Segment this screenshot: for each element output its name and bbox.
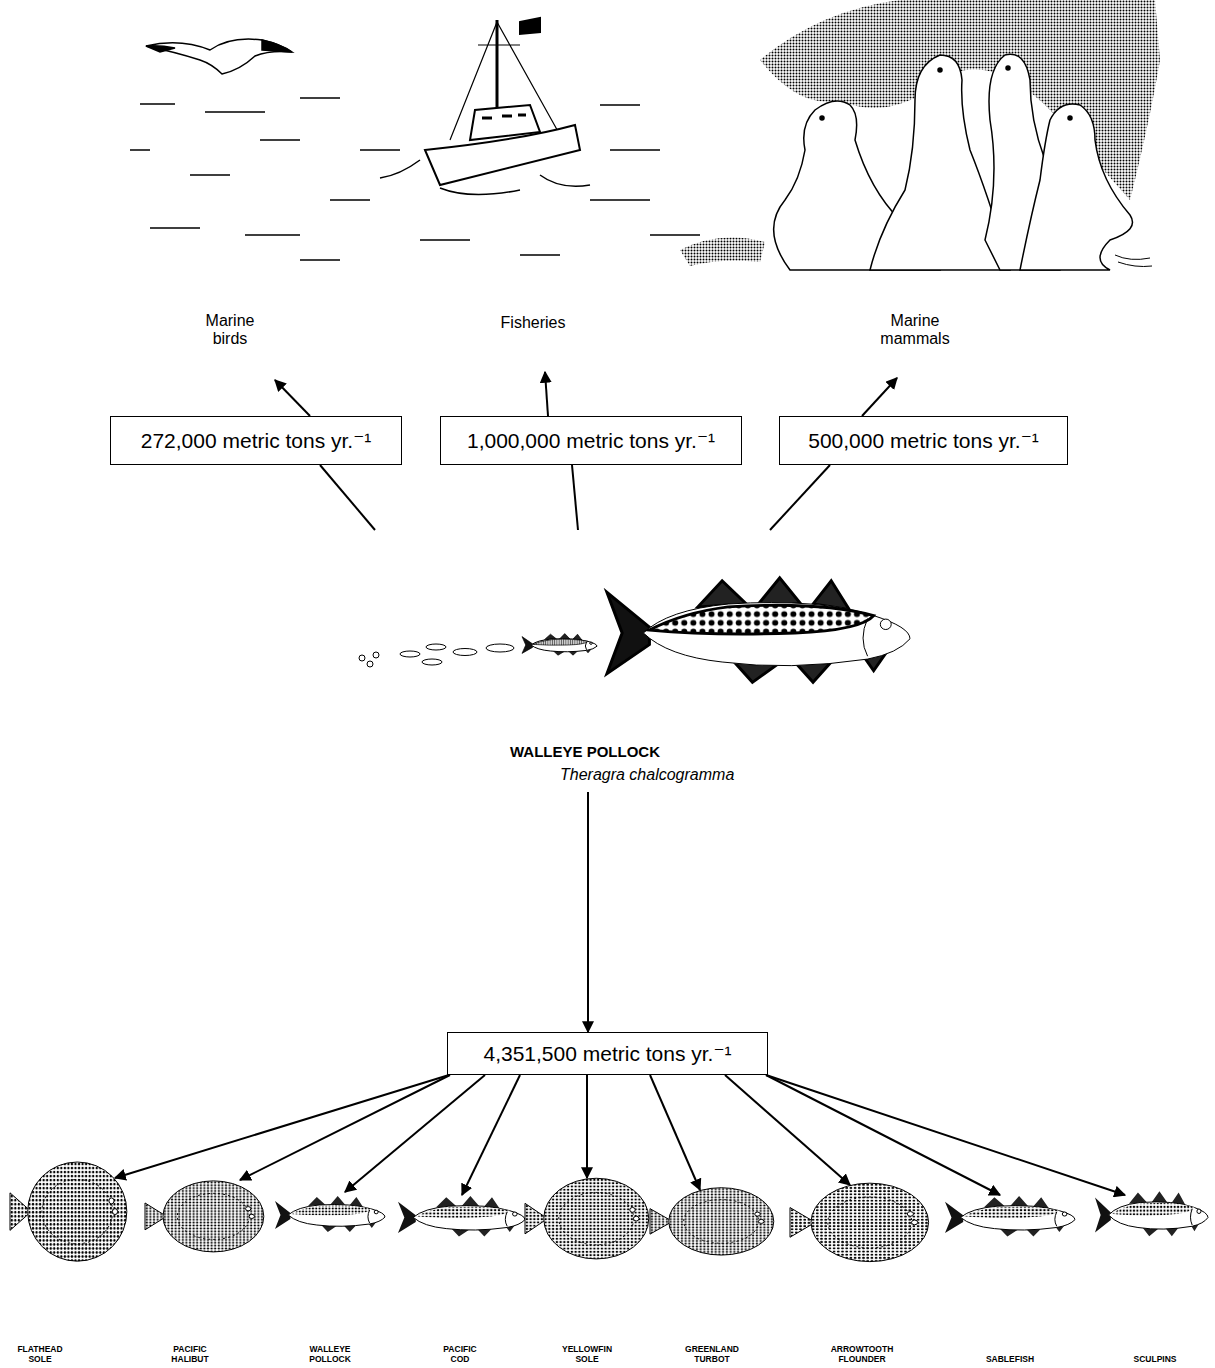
flow-arrow (587, 792, 589, 1032)
predator-fish: FLATHEAD SOLE (10, 1178, 128, 1366)
flow-arrow (115, 1075, 449, 1178)
node-text: ARROWTOOTH FLOUNDER (831, 1345, 894, 1364)
flux-box: 4,351,500 metric tons yr.⁻¹ (447, 1032, 768, 1075)
flow-arrow (572, 465, 578, 530)
prey-fish-drawings (10, 1162, 1208, 1262)
bird-drawing (146, 39, 292, 74)
consumer-label: Fisheries (488, 314, 578, 372)
node-text: WALLEYE POLLOCK (510, 743, 660, 760)
node-text: Fisheries (498, 314, 568, 332)
sea-waves (130, 98, 700, 260)
node-text: WALLEYE POLLOCK (309, 1345, 351, 1364)
node-text: SABLEFISH (986, 1355, 1034, 1364)
flow-arrow (725, 1075, 850, 1185)
node-text: PACIFIC COD (443, 1345, 476, 1364)
node-text: YELLOWFIN SOLE (562, 1345, 612, 1364)
sea-lions-on-rock (680, 0, 1160, 270)
node-text: Marine mammals (877, 312, 953, 347)
flow-arrow (545, 372, 548, 416)
node-text: 4,351,500 metric tons yr.⁻¹ (483, 1042, 731, 1066)
flow-arrow (862, 378, 897, 416)
predator-fish: SCULPINS (1095, 1195, 1208, 1366)
predator-fish: WALLEYE POLLOCK (275, 1192, 385, 1366)
consumer-label: Marine mammals (860, 312, 970, 378)
flow-arrow (320, 465, 375, 530)
predator-fish: SABLEFISH (945, 1195, 1075, 1366)
flow-arrow (766, 1075, 1125, 1195)
node-text: 1,000,000 metric tons yr.⁻¹ (467, 429, 715, 453)
flux-box: 272,000 metric tons yr.⁻¹ (110, 416, 402, 465)
node-text: SCULPINS (1134, 1355, 1177, 1364)
flow-arrow (275, 380, 310, 416)
pollock-life-stages (359, 578, 910, 682)
flow-arrow (770, 465, 830, 530)
predator-fish: PACIFIC HALIBUT (145, 1180, 265, 1366)
flow-arrow (766, 1075, 1000, 1195)
node-text: FLATHEAD SOLE (17, 1345, 62, 1364)
node-text: 500,000 metric tons yr.⁻¹ (808, 429, 1039, 453)
flow-arrow (586, 1075, 588, 1178)
node-text: Theragra chalcogramma (560, 766, 734, 784)
flow-arrow (345, 1075, 485, 1192)
predator-fish: GREENLAND TURBOT (650, 1190, 775, 1366)
fishing-boat (380, 18, 590, 195)
flow-arrow (240, 1075, 450, 1180)
flux-box: 1,000,000 metric tons yr.⁻¹ (440, 416, 742, 465)
node-text: Marine birds (197, 312, 263, 347)
predator-fish: PACIFIC COD (398, 1195, 525, 1366)
predator-fish: ARROWTOOTH FLOUNDER (790, 1185, 930, 1366)
predator-fish: YELLOWFIN SOLE (525, 1178, 650, 1366)
species-node: WALLEYE POLLOCK Theragra chalcogramma (350, 530, 930, 792)
flow-arrow (650, 1075, 700, 1190)
flux-box: 500,000 metric tons yr.⁻¹ (779, 416, 1068, 465)
flow-arrow (462, 1075, 520, 1195)
consumer-label: Marine birds (175, 312, 285, 380)
node-text: PACIFIC HALIBUT (171, 1345, 208, 1364)
node-text: GREENLAND TURBOT (685, 1345, 739, 1364)
node-text: 272,000 metric tons yr.⁻¹ (141, 429, 372, 453)
